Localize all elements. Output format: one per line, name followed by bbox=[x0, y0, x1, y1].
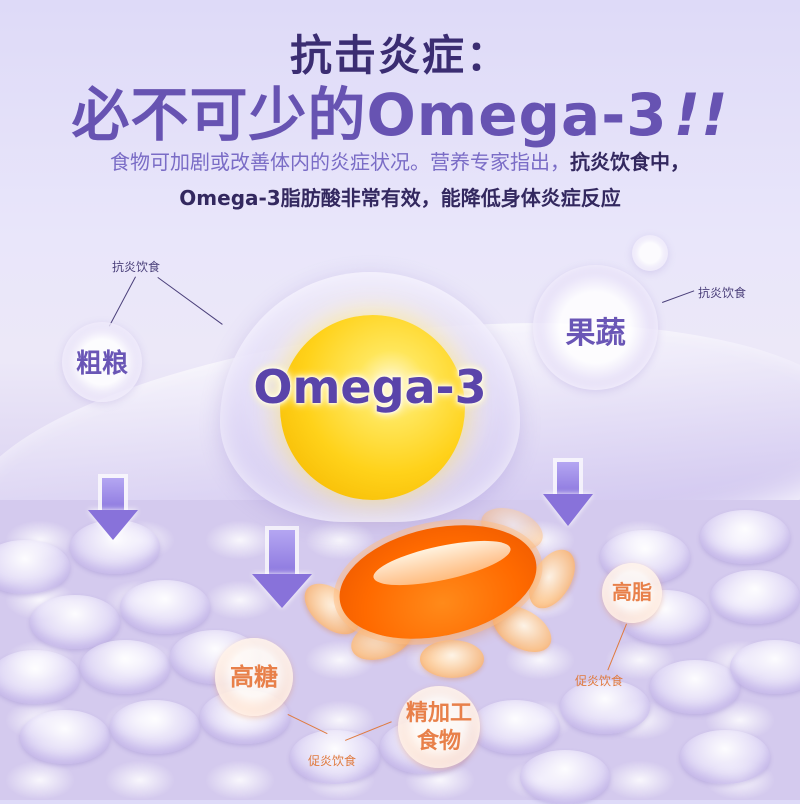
bubble-label-coarse-grains: 粗粮 bbox=[75, 349, 128, 379]
cell bbox=[0, 540, 70, 594]
mini-capsule bbox=[420, 640, 484, 678]
cell bbox=[20, 710, 110, 764]
pro-note-right: 促炎饮食 bbox=[575, 674, 624, 688]
small-bubble bbox=[632, 235, 668, 271]
cell bbox=[30, 595, 120, 649]
title-line1: 抗击炎症： bbox=[289, 31, 510, 80]
bubble-label-fruits-vegetables: 果蔬 bbox=[565, 316, 626, 351]
anti-note-right: 抗炎饮食 bbox=[698, 286, 747, 300]
cell bbox=[290, 730, 380, 784]
cell bbox=[730, 640, 800, 694]
cell bbox=[520, 750, 610, 804]
cell bbox=[680, 730, 770, 784]
bubble-label-processed-food: 精加工 食物 bbox=[398, 700, 480, 756]
title-exclaim: !! bbox=[673, 81, 729, 149]
cell bbox=[470, 700, 560, 754]
subtitle-light: 食物可加剧或改善体内的炎症状况。营养专家指出， bbox=[110, 150, 570, 174]
title-line2: 必不可少的Omega-3!! bbox=[0, 68, 800, 152]
cell bbox=[700, 510, 790, 564]
bubble-label-high-sugar: 高糖 bbox=[230, 663, 278, 691]
title-line2-text: 必不可少的Omega-3 bbox=[71, 81, 668, 149]
subtitle-line1: 食物可加剧或改善体内的炎症状况。营养专家指出，抗炎饮食中， bbox=[0, 146, 800, 175]
omega-yolk bbox=[280, 315, 465, 500]
omega-label: Omega-3 bbox=[253, 360, 487, 414]
cell bbox=[110, 700, 200, 754]
bubble-label-high-fat: 高脂 bbox=[612, 580, 652, 604]
cell bbox=[560, 680, 650, 734]
processed-line1: 精加工 bbox=[405, 701, 472, 726]
cell bbox=[120, 580, 210, 634]
cell bbox=[650, 660, 740, 714]
bubble-coarse-grains bbox=[62, 322, 142, 402]
cell bbox=[710, 570, 800, 624]
anti-note-left: 抗炎饮食 bbox=[112, 260, 161, 274]
bubble-processed-food bbox=[398, 686, 480, 768]
subtitle-bold: 抗炎饮食中， bbox=[570, 150, 690, 174]
pro-note-bottom: 促炎饮食 bbox=[308, 754, 357, 768]
processed-line2: 食物 bbox=[416, 729, 461, 754]
subtitle-line2: Omega-3脂肪酸非常有效，能降低身体炎症反应 bbox=[179, 186, 621, 210]
bubble-fruits-vegetables bbox=[533, 265, 658, 390]
connector-line bbox=[157, 277, 223, 325]
connector-line bbox=[108, 276, 136, 327]
connector-line bbox=[662, 290, 695, 303]
bubble-high-sugar bbox=[215, 638, 293, 716]
cell bbox=[0, 650, 80, 704]
cell bbox=[80, 640, 170, 694]
bubble-high-fat bbox=[602, 563, 662, 623]
